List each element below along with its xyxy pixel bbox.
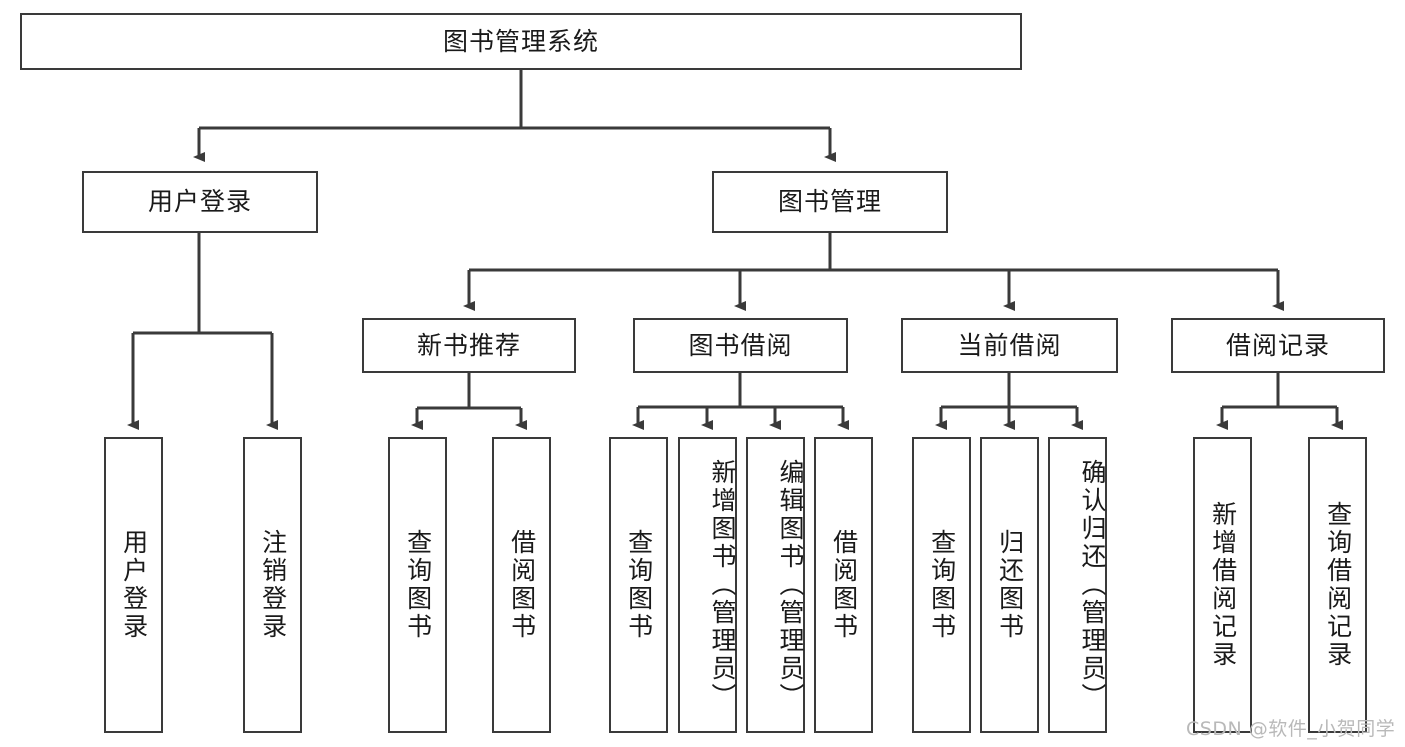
node-label: 查询图书 <box>624 529 654 641</box>
node-label: 借阅图书 <box>829 529 859 641</box>
node-label: 注销登录 <box>258 529 288 641</box>
node-user-login[interactable]: 用户登录 <box>82 171 318 233</box>
leaf-query-book-current[interactable]: 查询图书 <box>912 437 971 733</box>
leaf-add-book-admin[interactable]: 新增图书（管理员） <box>678 437 737 733</box>
node-label: 用户登录 <box>119 529 149 641</box>
node-label: 图书借阅 <box>688 330 793 360</box>
leaf-borrow-book[interactable]: 借阅图书 <box>814 437 873 733</box>
node-label: 确认归还（管理员） <box>1078 459 1107 711</box>
node-label: 借阅图书 <box>507 529 537 641</box>
node-label: 编辑图书（管理员） <box>776 459 805 711</box>
node-borrow-record[interactable]: 借阅记录 <box>1171 318 1385 373</box>
leaf-edit-book-admin[interactable]: 编辑图书（管理员） <box>746 437 805 733</box>
leaf-logout-login[interactable]: 注销登录 <box>243 437 302 733</box>
leaf-query-book-borrow[interactable]: 查询图书 <box>609 437 668 733</box>
node-label: 归还图书 <box>995 529 1025 641</box>
node-label: 查询图书 <box>927 529 957 641</box>
node-label: 查询借阅记录 <box>1323 501 1353 669</box>
leaf-add-borrow-record[interactable]: 新增借阅记录 <box>1193 437 1252 733</box>
node-book-management[interactable]: 图书管理 <box>712 171 948 233</box>
node-label: 用户登录 <box>147 187 252 217</box>
node-label: 新书推荐 <box>416 330 521 360</box>
leaf-user-login[interactable]: 用户登录 <box>104 437 163 733</box>
node-label: 借阅记录 <box>1225 330 1330 360</box>
leaf-query-borrow-record[interactable]: 查询借阅记录 <box>1308 437 1367 733</box>
node-label: 当前借阅 <box>957 330 1062 360</box>
leaf-query-book-recommend[interactable]: 查询图书 <box>388 437 447 733</box>
node-label: 新增图书（管理员） <box>708 459 737 711</box>
leaf-borrow-book-recommend[interactable]: 借阅图书 <box>492 437 551 733</box>
watermark-text: CSDN @软件_小贺同学 <box>1186 718 1396 740</box>
node-label: 图书管理系统 <box>442 26 599 56</box>
node-new-book-recommend[interactable]: 新书推荐 <box>362 318 576 373</box>
leaf-confirm-return-admin[interactable]: 确认归还（管理员） <box>1048 437 1107 733</box>
node-label: 新增借阅记录 <box>1208 501 1238 669</box>
node-current-borrow[interactable]: 当前借阅 <box>901 318 1118 373</box>
node-label: 查询图书 <box>403 529 433 641</box>
leaf-return-book[interactable]: 归还图书 <box>980 437 1039 733</box>
node-label: 图书管理 <box>777 187 882 217</box>
node-root-system[interactable]: 图书管理系统 <box>20 13 1022 70</box>
node-book-borrow[interactable]: 图书借阅 <box>633 318 848 373</box>
